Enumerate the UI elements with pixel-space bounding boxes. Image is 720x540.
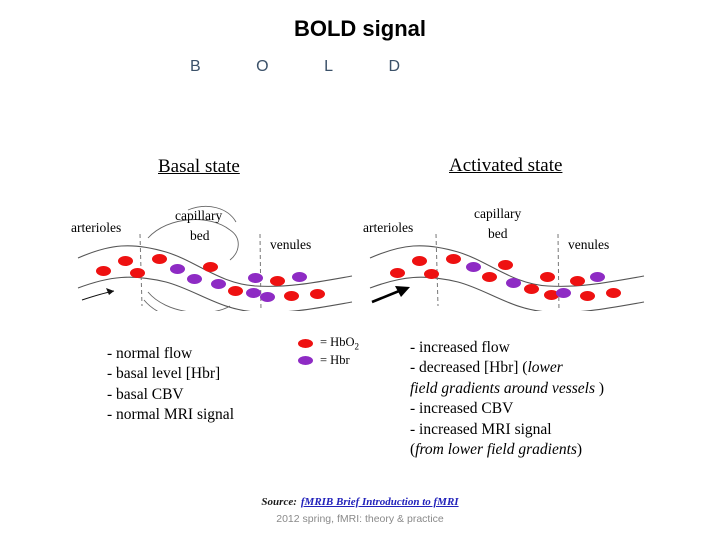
purple-cell-icon (292, 272, 307, 282)
list-item: - increased flow (410, 339, 510, 356)
bold-acronym-row: B O L D (190, 58, 400, 76)
purple-cell-icon (506, 278, 521, 288)
activated-bullet-list: - increased flow - decreased [Hbr] (lower… (410, 338, 670, 461)
label-bed-activated: bed (488, 226, 508, 241)
red-cell-icon (228, 286, 243, 296)
red-cell-icon (203, 262, 218, 272)
source-link[interactable]: fMRIB Brief Introduction to fMRI (300, 496, 459, 508)
red-cell-icon (498, 260, 513, 270)
list-item: - increased MRI signal (410, 420, 552, 438)
bold-letter-l: L (324, 58, 333, 75)
purple-cell-icon (246, 288, 261, 298)
red-cell-icon (310, 289, 325, 299)
legend: = HbO2 = Hbr (298, 335, 394, 370)
label-arterioles-activated: arterioles (363, 220, 414, 235)
purple-cell-icon (466, 262, 481, 272)
flow-arrow-basal (81, 288, 115, 301)
red-cell-icon (424, 269, 439, 279)
source-label: Source: (261, 496, 297, 508)
purple-cell-icon (556, 288, 571, 298)
list-item: - basal level [Hbr] (107, 365, 221, 383)
bold-letter-d: D (388, 58, 400, 75)
label-capillary-basal: capillary (175, 208, 223, 223)
red-cell-icon (390, 268, 405, 278)
red-cell-icon (284, 291, 299, 301)
red-cell-icon (130, 268, 145, 278)
label-venules-basal: venules (270, 237, 312, 252)
red-cell-icon (96, 266, 111, 276)
legend-label-hbo2: = HbO2 (320, 335, 359, 352)
footer: Source: fMRIB Brief Introduction to fMRI… (0, 492, 720, 525)
page-title: BOLD signal (293, 16, 426, 41)
red-cell-icon (570, 276, 585, 286)
purple-cell-icon (211, 279, 226, 289)
legend-label-hbr: = Hbr (320, 353, 350, 367)
list-item: - normal MRI signal (107, 406, 234, 424)
red-cell-icon (152, 254, 167, 264)
basal-vessel-diagram: arterioles capillary bed venules (70, 196, 360, 311)
list-item: (from lower field gradients) (410, 441, 583, 459)
list-item: - basal CBV (107, 385, 184, 403)
purple-cell-icon (248, 273, 263, 283)
red-cell-icon (482, 272, 497, 282)
bold-letter-o: O (256, 58, 269, 75)
list-item: - increased CBV (410, 400, 514, 418)
basal-state-title: Basal state (158, 156, 240, 177)
purple-cell-icon (590, 272, 605, 282)
red-cell-icon (606, 288, 621, 298)
basal-bullet-list: - normal flow - basal level [Hbr] - basa… (107, 344, 317, 426)
purple-cell-icon (260, 292, 275, 302)
legend-item-hbr: = Hbr (298, 353, 394, 368)
purple-ellipse-icon (298, 356, 313, 365)
activated-state-title: Activated state (449, 155, 563, 176)
red-cell-icon (446, 254, 461, 264)
purple-cell-icon (170, 264, 185, 274)
list-item: - decreased [Hbr] (lower (410, 359, 563, 377)
footer-subtitle: 2012 spring, fMRI: theory & practice (276, 513, 444, 525)
red-cell-icon (524, 284, 539, 294)
red-cell-icon (412, 256, 427, 266)
red-cell-icon (270, 276, 285, 286)
purple-cell-icon (187, 274, 202, 284)
flow-arrow-activated (371, 286, 410, 304)
red-cell-icon (580, 291, 595, 301)
red-cell-icon (544, 290, 559, 300)
activated-vessel-diagram: arterioles capillary bed venules (362, 196, 652, 311)
list-item: field gradients around vessels ) (410, 379, 605, 397)
list-item: - normal flow (107, 345, 193, 362)
label-capillary-activated: capillary (474, 206, 522, 221)
label-bed-basal: bed (190, 228, 210, 243)
label-arterioles-basal: arterioles (71, 220, 122, 235)
legend-item-hbo2: = HbO2 (298, 335, 394, 352)
bold-letter-b: B (190, 58, 201, 75)
red-cell-icon (540, 272, 555, 282)
label-venules-activated: venules (568, 237, 610, 252)
red-ellipse-icon (298, 339, 313, 348)
red-cell-icon (118, 256, 133, 266)
